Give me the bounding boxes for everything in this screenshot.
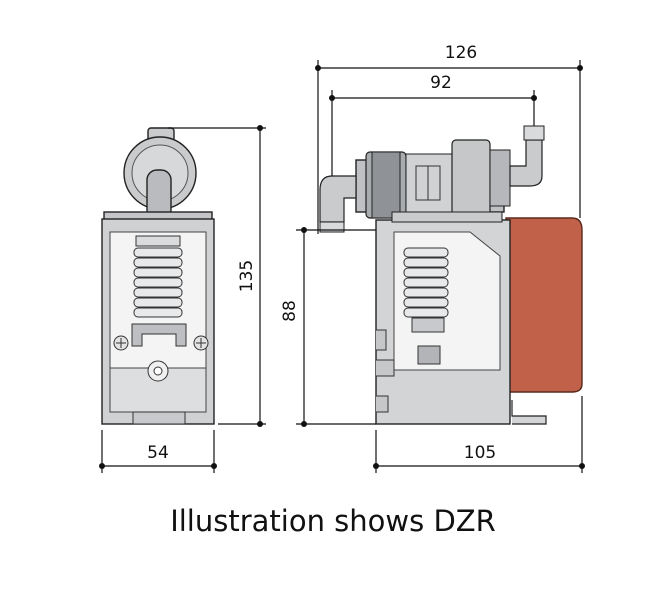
dim-54: 54: [99, 430, 217, 473]
dim-105-label: 105: [464, 443, 496, 463]
dim-54-label: 54: [147, 443, 169, 463]
dim-105: 105: [373, 396, 585, 473]
side-bellows: [403, 247, 449, 318]
left-nozzle: [319, 175, 357, 223]
figure-caption: Illustration shows DZR: [170, 504, 496, 538]
dim-126: 126: [315, 43, 583, 234]
dim-126-label: 126: [445, 43, 477, 63]
front-bellows: [133, 247, 183, 318]
dim-135-label: 135: [237, 260, 257, 292]
side-view: [319, 125, 583, 425]
dim-135: 135: [168, 125, 266, 427]
dim-88-label: 88: [280, 300, 300, 322]
dim-92: 92: [329, 73, 537, 176]
dim-88: 88: [280, 227, 376, 427]
side-bracket: [505, 217, 583, 393]
front-view: [101, 127, 215, 425]
dim-92-label: 92: [430, 73, 452, 93]
right-nozzle: [509, 139, 543, 187]
